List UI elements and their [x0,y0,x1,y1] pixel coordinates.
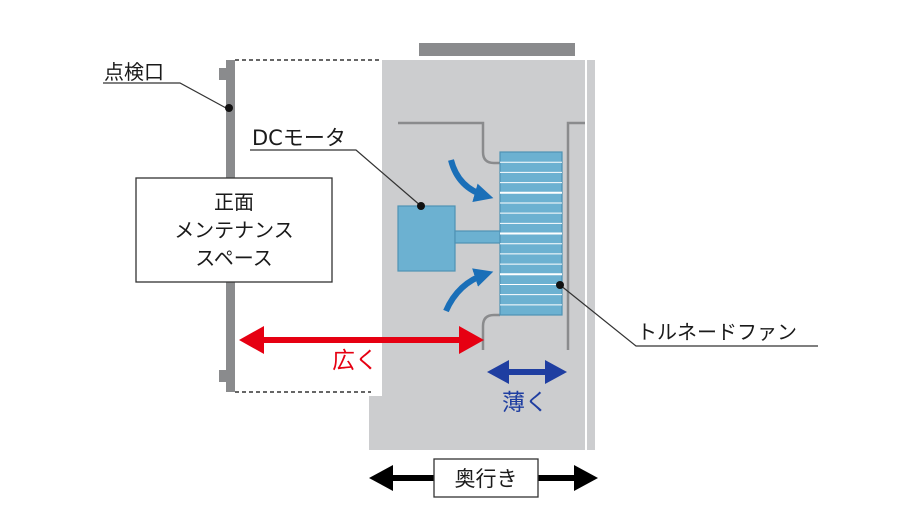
depth-arrow-head-left [369,465,393,491]
motor-shaft [454,230,502,244]
airflow-arrow-upper [448,159,494,203]
leader-dot-inspection-port [225,104,233,112]
wide-label: 広く [332,348,378,374]
inspection-port-tab-bottom [219,370,226,382]
front-opening [370,60,382,396]
leader-dot-dc-motor [417,202,425,210]
depth-arrow-head-right [574,465,598,491]
leader-tornado-fan [559,284,818,347]
leader-dot-tornado-fan [556,281,564,289]
airflow-arrow-lower [443,268,494,313]
duct-outline [398,121,500,165]
wide-arrow-head-right [459,326,484,354]
front-maintenance-line-2: メンテナンス [174,218,294,242]
inspection-port-tab-top [219,68,226,80]
thin-arrow-head-right [545,360,567,384]
tornado-fan-label: トルネードファン [637,320,797,344]
thin-label: 薄く [502,390,548,416]
unit-front-lower [369,396,381,450]
leader-dc-motor [250,149,422,207]
front-maintenance-line-3: スペース [195,246,273,270]
duct-outline-lower [481,313,500,350]
inspection-port-label: 点検口 [104,60,164,84]
depth-label: 奥行き [454,467,518,491]
dc-motor-label: DCモータ [252,126,346,150]
front-maintenance-line-1: 正面 [214,190,254,214]
front-maintenance-box [135,177,333,283]
fan-fins [500,161,562,306]
depth-label-box [433,458,539,498]
dc-motor [397,205,456,272]
front-maintenance-label: 正面 メンテナンス スペース [136,178,332,282]
unit-top-strip [419,43,575,56]
duct-outline-right [566,121,585,350]
unit-rear-panel [587,60,595,450]
leader-inspection-port [103,82,227,109]
thin-arrow-head-left [487,360,509,384]
wide-arrow-head-left [239,326,264,354]
